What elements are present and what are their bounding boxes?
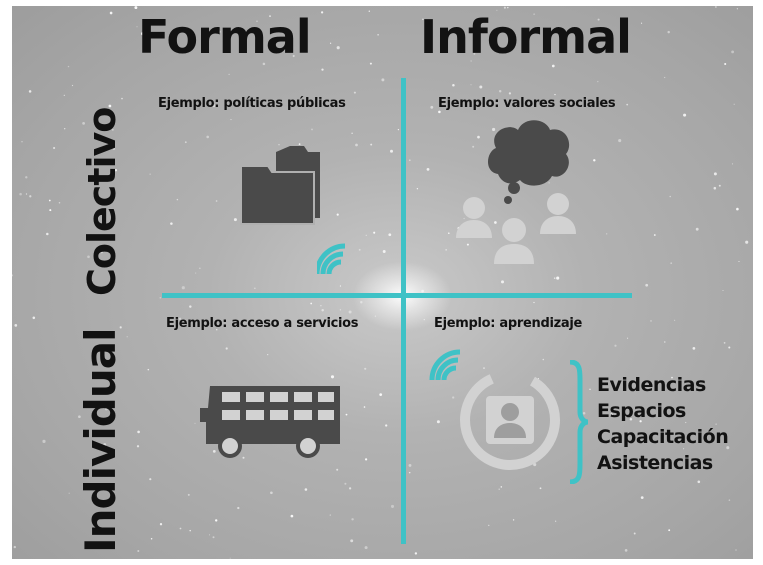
signal-icon	[317, 243, 346, 275]
horizontal-axis-line	[162, 293, 632, 298]
row-header-colectivo: Colectivo	[80, 107, 124, 296]
thought-bubble-icon	[488, 120, 570, 204]
example-label-formal-individual: Ejemplo: acceso a servicios	[166, 316, 359, 331]
list-item: Evidencias	[597, 374, 706, 396]
row-header-individual: Individual	[76, 328, 125, 553]
curly-brace-icon	[569, 360, 589, 484]
signal-icon-learning	[429, 349, 461, 381]
example-label-formal-colectivo: Ejemplo: políticas públicas	[158, 96, 346, 111]
example-label-informal-individual: Ejemplo: aprendizaje	[434, 316, 583, 331]
list-item: Asistencias	[597, 452, 713, 474]
list-item: Capacitación	[597, 426, 729, 448]
people-group-icon	[456, 193, 576, 264]
column-header-formal: Formal	[138, 10, 312, 64]
column-header-informal: Informal	[420, 10, 632, 64]
bus-icon	[200, 386, 340, 458]
list-item: Espacios	[597, 400, 686, 422]
quadrant-diagram: Formal Informal Colectivo Individual Eje…	[12, 6, 753, 559]
vertical-axis-line	[401, 78, 406, 544]
folder-icon	[240, 146, 320, 225]
learning-components-list: Evidencias Espacios Capacitación Asisten…	[597, 372, 729, 476]
learner-progress-icon	[460, 370, 560, 471]
example-label-informal-colectivo: Ejemplo: valores sociales	[438, 96, 616, 111]
